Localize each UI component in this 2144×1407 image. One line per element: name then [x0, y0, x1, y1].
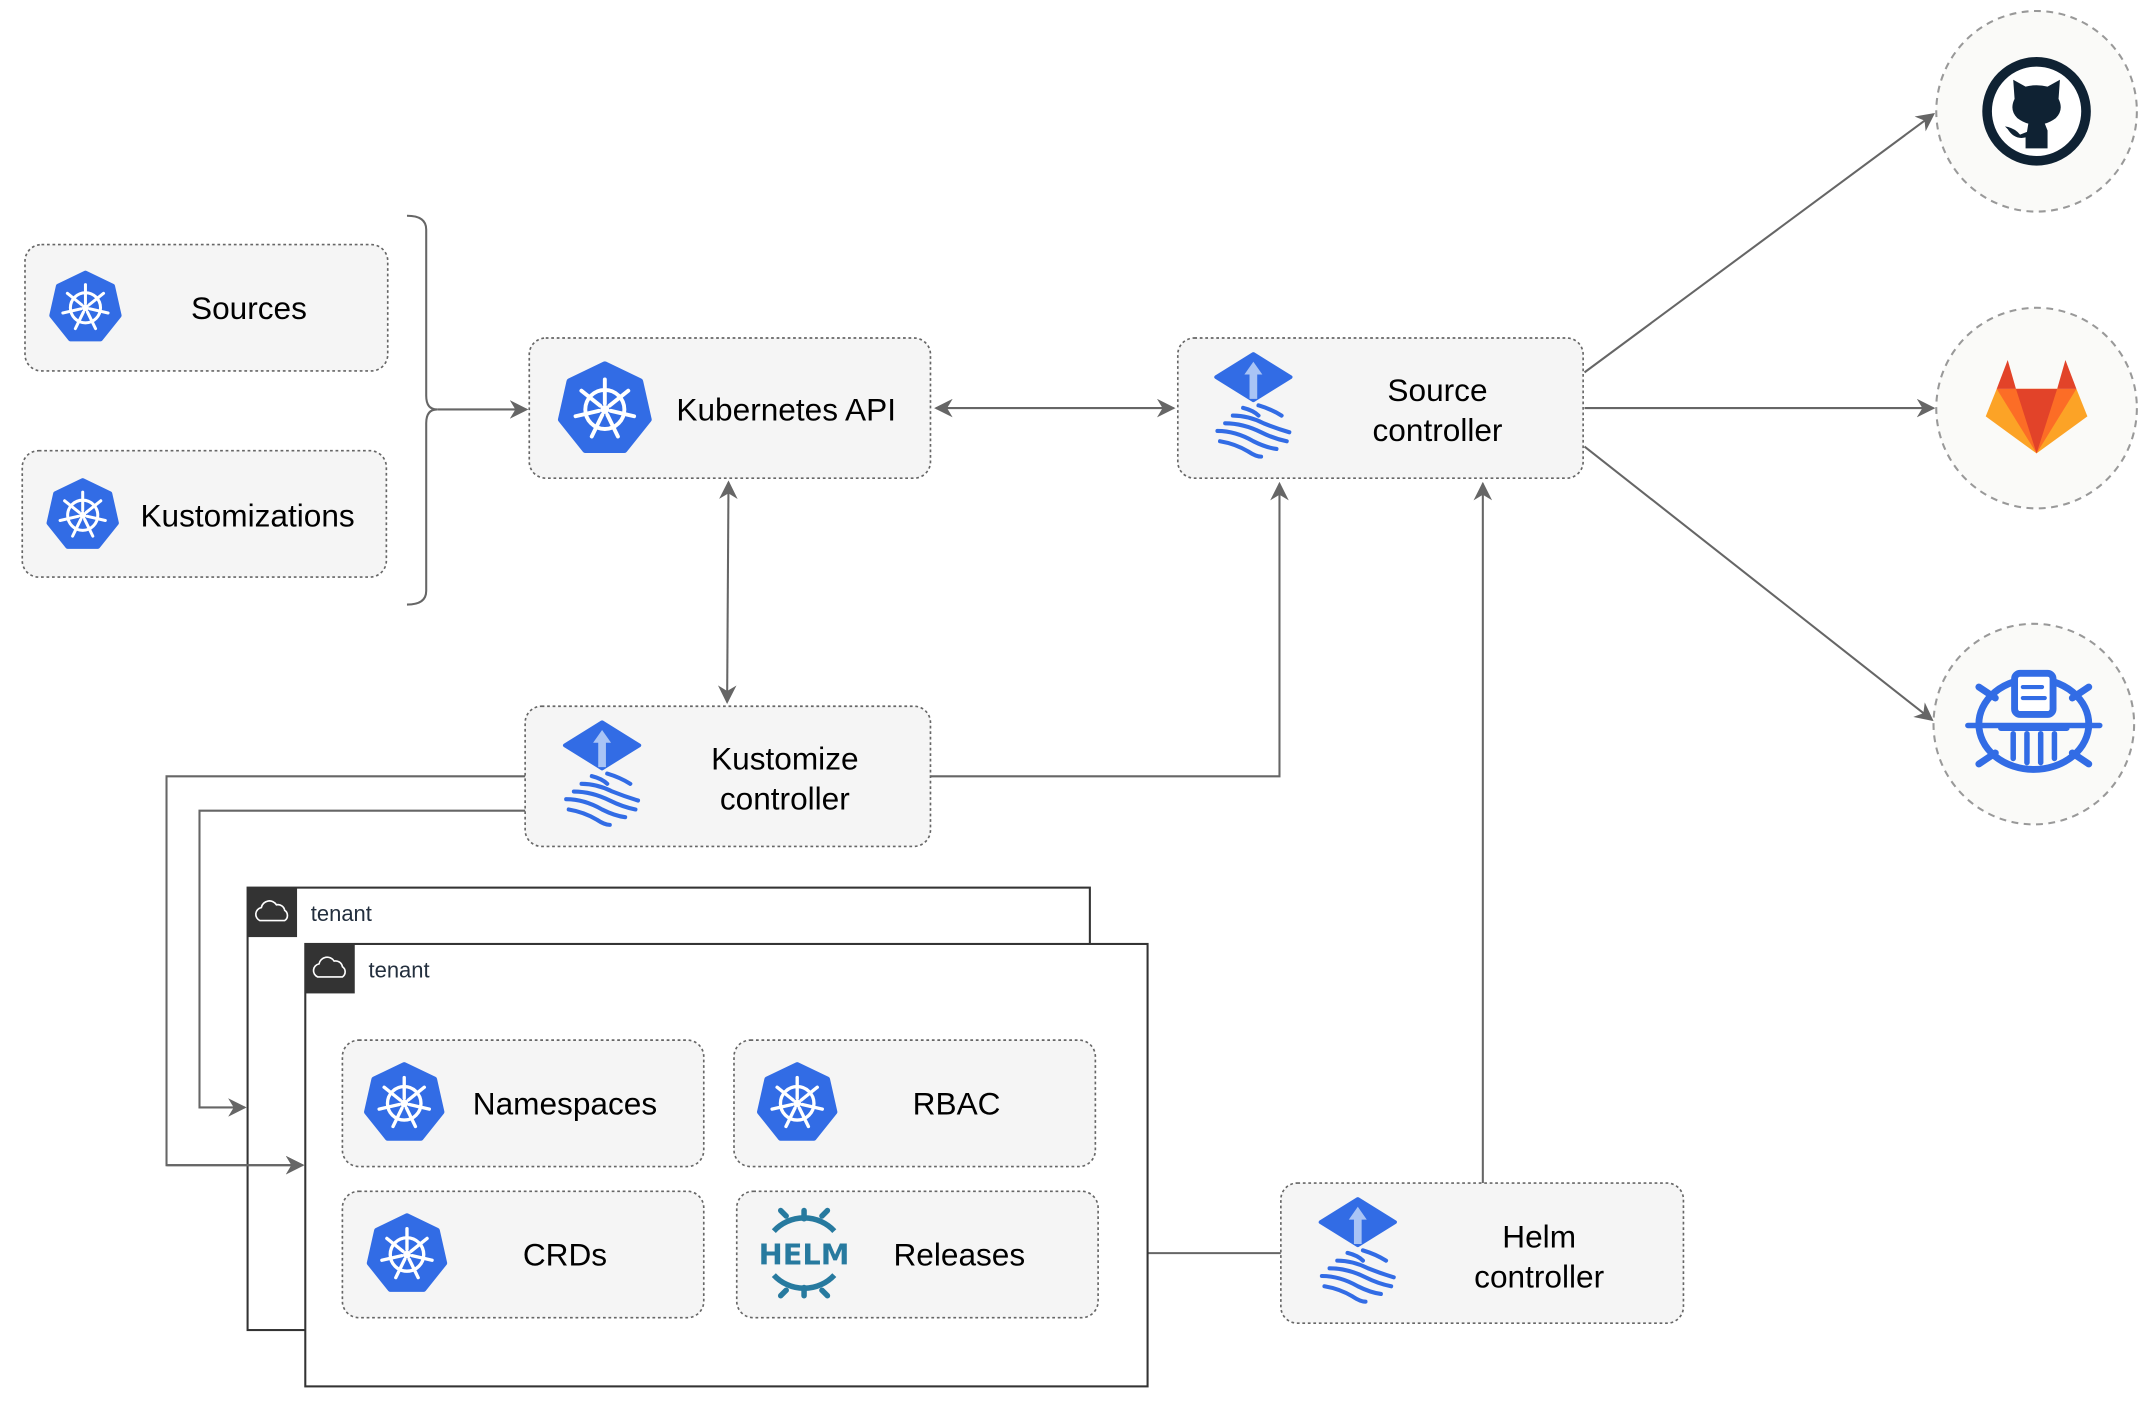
kubernetes-icon	[52, 273, 120, 339]
node-gitlab[interactable]	[1935, 306, 2138, 510]
node-sources[interactable]: Sources	[24, 243, 389, 372]
node-label: RBAC	[913, 1085, 1001, 1121]
kubernetes-icon	[369, 1216, 444, 1289]
node-kustomizations[interactable]: Kustomizations	[21, 449, 388, 578]
node-label: Releases	[893, 1236, 1025, 1272]
cloud-icon	[304, 943, 356, 995]
node-source-controller[interactable]: Source controller	[1176, 337, 1584, 479]
node-label: Namespaces	[473, 1085, 657, 1121]
node-helm-controller[interactable]: Helm controller	[1280, 1182, 1685, 1325]
node-releases[interactable]: HELM Releases	[735, 1190, 1099, 1319]
helm-icon: HELM	[759, 1207, 850, 1299]
node-label: Source	[1387, 372, 1487, 408]
node-rbac[interactable]: RBAC	[733, 1039, 1097, 1168]
edge-api-kustomize-controller	[717, 480, 738, 704]
node-namespaces[interactable]: Namespaces	[341, 1039, 705, 1168]
kubernetes-icon	[49, 480, 117, 546]
github-icon	[1982, 57, 2091, 166]
cloud-icon	[246, 886, 298, 938]
group-brace	[406, 214, 438, 606]
kubernetes-icon	[561, 364, 649, 450]
edge-kustomize-to-tenant-1	[198, 809, 526, 1117]
tenant-label: tenant	[369, 958, 430, 983]
node-label: Sources	[191, 290, 307, 326]
svg-text:HELM: HELM	[759, 1237, 850, 1271]
node-label: Kustomize	[711, 740, 858, 776]
bucket-icon	[1965, 669, 2103, 773]
node-label: CRDs	[523, 1236, 607, 1272]
edge-kustomize-to-source	[930, 481, 1289, 778]
node-label: Kustomizations	[140, 497, 354, 533]
edge-source-to-bucket	[1583, 445, 1934, 722]
tenant-label: tenant	[311, 901, 372, 926]
node-github[interactable]	[1935, 9, 2138, 213]
node-label: controller	[720, 780, 850, 816]
node-crds[interactable]: CRDs	[341, 1190, 705, 1319]
node-bucket[interactable]	[1932, 622, 2136, 826]
node-label: Helm	[1502, 1219, 1576, 1255]
gitlab-icon	[1985, 359, 2088, 454]
edge-source-to-github	[1583, 112, 1936, 374]
node-kubernetes-api[interactable]: Kubernetes API	[528, 337, 932, 479]
kubernetes-icon	[760, 1065, 835, 1138]
kubernetes-icon	[367, 1065, 442, 1138]
node-kustomize-controller[interactable]: Kustomize controller	[524, 705, 932, 848]
node-label: controller	[1474, 1258, 1604, 1294]
node-label: Kubernetes API	[676, 391, 896, 427]
node-label: controller	[1373, 412, 1503, 448]
